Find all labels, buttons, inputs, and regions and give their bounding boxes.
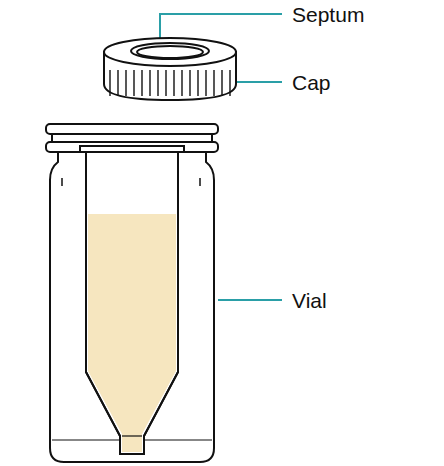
part-label: Septum xyxy=(292,4,364,25)
leader-line xyxy=(218,299,282,301)
cap-drawing xyxy=(104,38,236,100)
part-label: Vial xyxy=(292,290,327,311)
vial-drawing xyxy=(46,124,218,462)
part-label: Cap xyxy=(292,72,331,93)
